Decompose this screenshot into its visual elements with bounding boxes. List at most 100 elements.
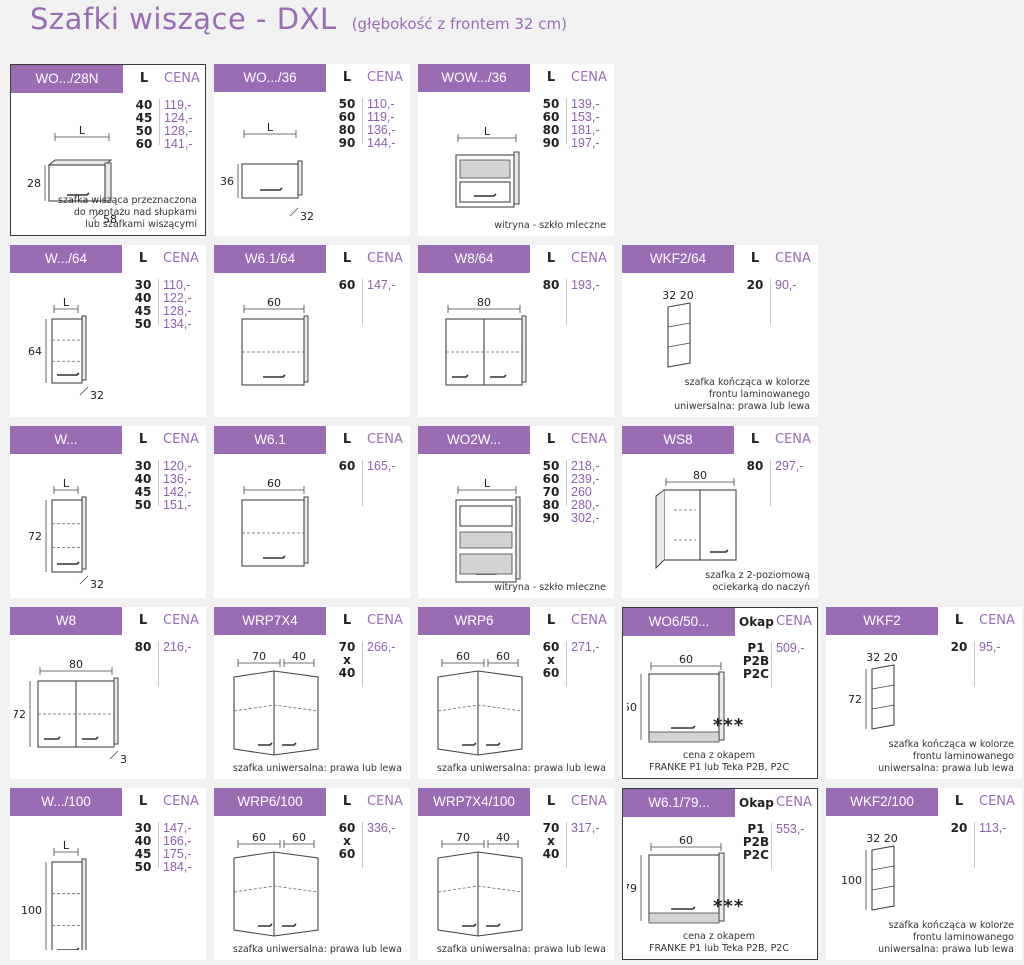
width-label: 60: [267, 477, 281, 490]
width-value: 30: [134, 459, 152, 473]
width-label: 60: [267, 296, 281, 309]
price-values: 147,-166,-175,-184,-: [163, 822, 192, 874]
column-divider: [566, 641, 567, 687]
cabinet-body: [48, 164, 106, 202]
width-value: 45: [134, 304, 152, 318]
width-values: 20: [944, 822, 974, 835]
width-values: 60: [332, 279, 362, 292]
price-header: CENA: [979, 794, 1015, 809]
width-value: 60: [542, 640, 560, 654]
cabinet-drawing: 32 20: [662, 289, 694, 368]
width-value: P2C: [743, 848, 769, 862]
card-note: szafka uniwersalna: prawa lub lewa: [431, 763, 606, 775]
depth-label: 32: [90, 578, 104, 588]
width-label: L: [79, 124, 86, 137]
handle-icon: [486, 923, 501, 927]
width-value: 80: [542, 278, 560, 292]
page-title: Szafki wiszące - DXL: [30, 2, 337, 36]
price-values: 113,-: [979, 822, 1007, 835]
price-value: 119,-: [164, 98, 192, 112]
price-values: 553,-: [776, 823, 805, 836]
height-label: 72: [28, 530, 42, 543]
width-values: 20: [944, 641, 974, 654]
column-divider: [362, 641, 363, 687]
price-value: 181,-: [571, 123, 600, 137]
width-header: L: [750, 251, 760, 266]
width-label: 40: [496, 831, 510, 844]
price-value: 139,-: [571, 97, 600, 111]
price-header: CENA: [571, 70, 607, 85]
price-values: 193,-: [571, 279, 600, 292]
note-line: FRANKE P1 lub Teka P2B, P2C: [649, 762, 789, 773]
handle-icon: [282, 742, 297, 746]
handle-icon: [258, 923, 273, 927]
note-line: szafka kończąca w kolorze: [888, 920, 1014, 931]
price-value: 280,-: [571, 498, 600, 512]
note-line: witryna - szkło mleczne: [494, 220, 606, 231]
width-value: 20: [746, 278, 764, 292]
price-value: 271,-: [571, 640, 600, 654]
price-values: 266,-: [367, 641, 396, 654]
cabinet-body: [51, 861, 83, 950]
shelf-unit: [871, 664, 895, 730]
handle-icon: [82, 736, 99, 740]
handle-icon: [263, 374, 286, 378]
width-value: 60: [338, 847, 356, 861]
width-value: 30: [134, 278, 152, 292]
width-value: 45: [135, 111, 153, 125]
product-card: W6.1/79...OkapCENAP1P2BP2C553,-6079***ce…: [622, 788, 818, 960]
stars-mark: ***: [713, 715, 745, 736]
width-value: x: [343, 834, 351, 848]
width-value: 80: [542, 123, 560, 137]
price-header: CENA: [367, 613, 403, 628]
price-value: 110,-: [367, 97, 395, 111]
width-label: 60: [252, 831, 266, 844]
width-value: 50: [134, 860, 152, 874]
handle-icon: [67, 192, 90, 196]
width-header: L: [342, 613, 352, 628]
price-values: 297,-: [775, 460, 804, 473]
price-value: 136,-: [163, 472, 192, 486]
cabinet-top: [47, 159, 113, 166]
width-value: 80: [338, 123, 356, 137]
width-value: P1: [747, 641, 765, 655]
width-value: 40: [135, 98, 153, 112]
width-label: 32 20: [662, 289, 694, 302]
width-value: 70: [338, 640, 356, 654]
width-value: 40: [338, 666, 356, 680]
open-door: [655, 489, 665, 570]
column-divider: [158, 279, 159, 325]
price-header: CENA: [571, 432, 607, 447]
page-subtitle: (głębokość z frontem 32 cm): [351, 15, 567, 33]
note-line: do montażu nad słupkami: [73, 207, 197, 218]
height-label: 64: [28, 345, 42, 358]
width-value: 70: [542, 485, 560, 499]
cabinet-drawing: 60: [241, 296, 309, 386]
price-values: 120,-136,-142,-151,-: [163, 460, 192, 512]
width-value: 50: [134, 317, 152, 331]
price-header: CENA: [163, 432, 199, 447]
note-line: szafka uniwersalna: prawa lub lewa: [436, 944, 606, 955]
width-value: 80: [746, 459, 764, 473]
column-divider: [566, 279, 567, 325]
corner-cabinet: [437, 670, 523, 756]
glass-panel: [459, 531, 513, 549]
note-line: ociekarką do naczyń: [712, 582, 810, 593]
column-divider: [770, 460, 771, 506]
height-label: 79: [627, 882, 637, 895]
shelf-line: [871, 865, 895, 891]
cabinet-drawing: 80: [655, 469, 737, 570]
